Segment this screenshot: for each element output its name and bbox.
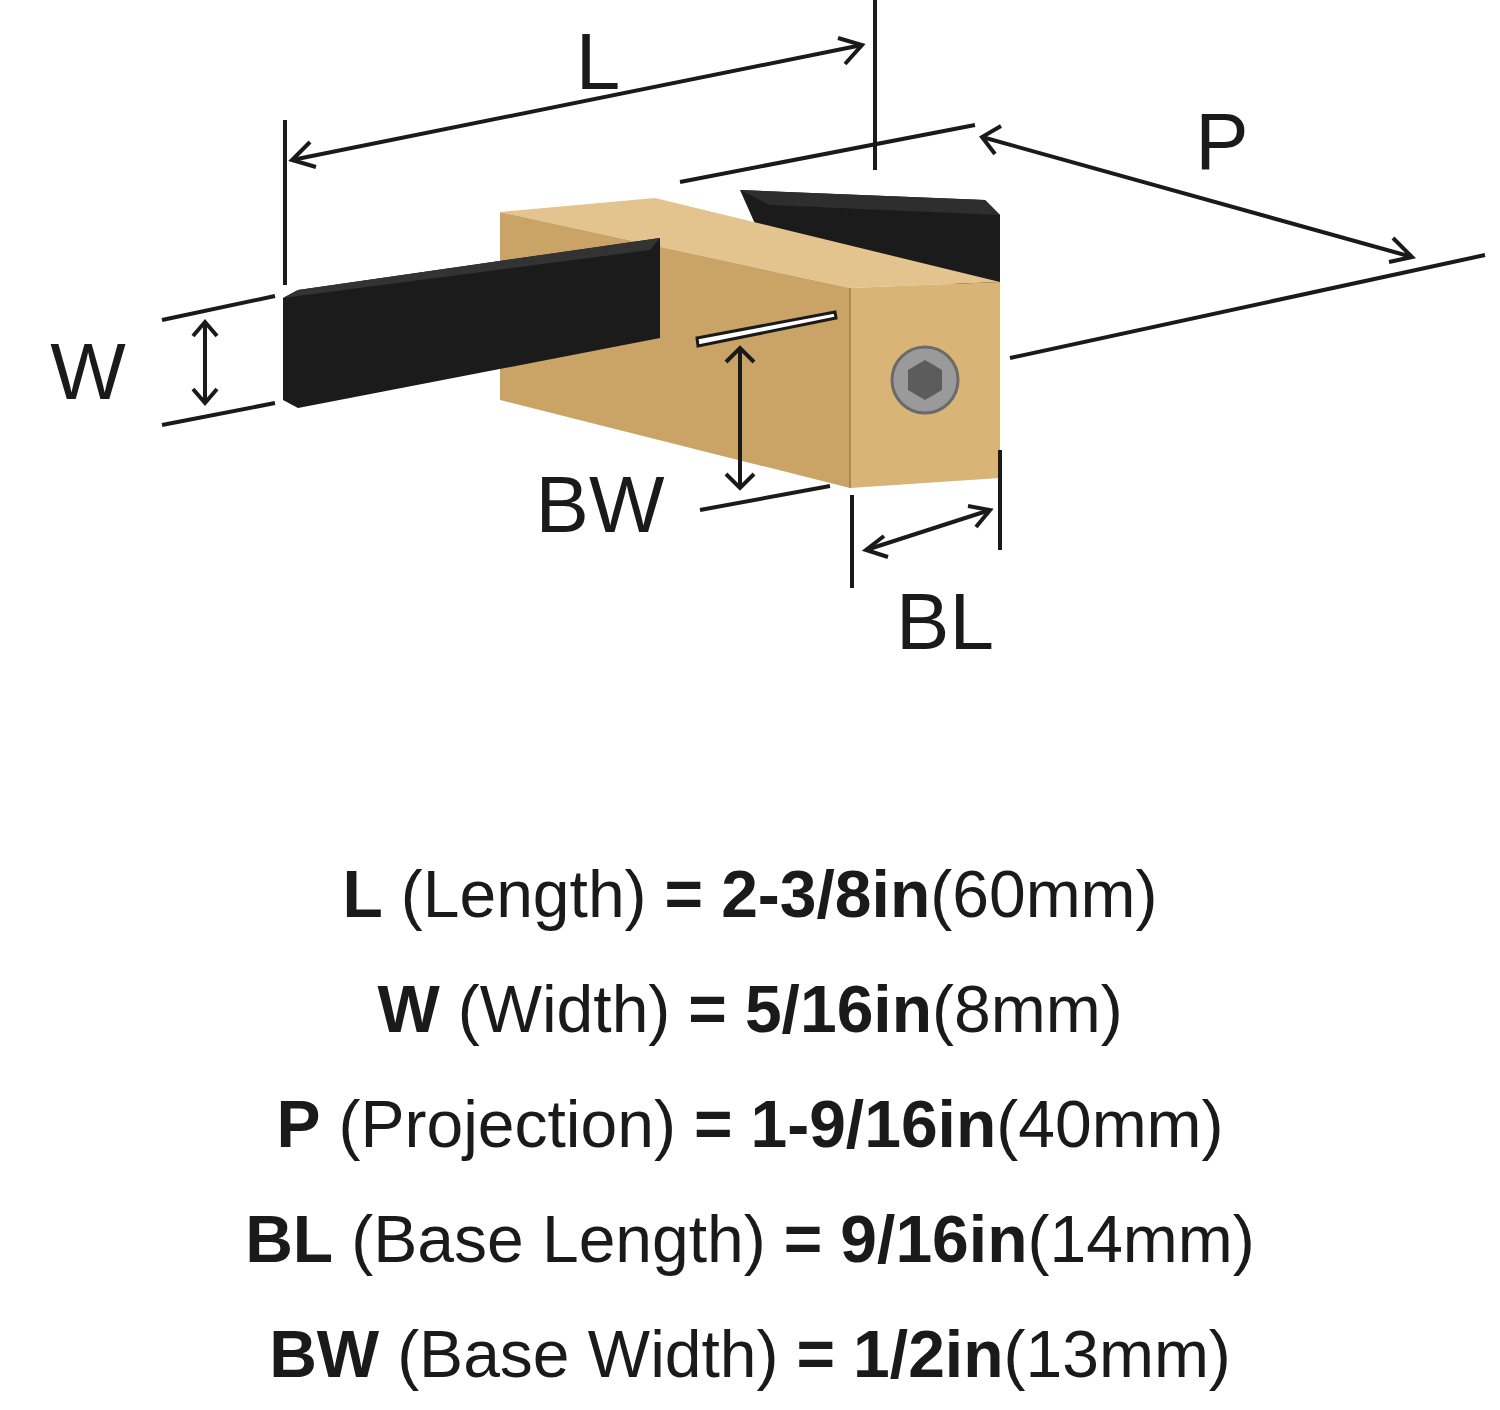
spec-text: = bbox=[784, 1203, 823, 1276]
base-end bbox=[850, 282, 1000, 488]
dimension-value: 9/16in bbox=[840, 1203, 1027, 1276]
spec-text: BW bbox=[269, 1318, 379, 1391]
metric-value: (8mm) bbox=[932, 973, 1123, 1046]
spec-text: = bbox=[694, 1088, 733, 1161]
spec-text: (Base Length) bbox=[351, 1203, 766, 1276]
dimension-letter: W bbox=[50, 332, 126, 412]
bar-left-top bbox=[283, 238, 660, 298]
metric-value: (13mm) bbox=[1004, 1318, 1231, 1391]
dimension-value: 5/16in bbox=[745, 973, 932, 1046]
spec-text: P bbox=[276, 1088, 320, 1161]
spec-line: L (Length)=2-3/8in(60mm) bbox=[0, 858, 1500, 931]
spec-text: = bbox=[688, 973, 727, 1046]
metric-value: (60mm) bbox=[930, 858, 1157, 931]
spec-line: W (Width)=5/16in(8mm) bbox=[0, 973, 1500, 1046]
bw-leader bbox=[697, 312, 836, 346]
hex-socket bbox=[908, 360, 942, 400]
base-edge bbox=[849, 288, 851, 488]
metric-value: (40mm) bbox=[996, 1088, 1223, 1161]
spec-text: (Length) bbox=[401, 858, 647, 931]
spec-line: P(Projection) =1-9/16in(40mm) bbox=[0, 1088, 1500, 1161]
spec-line: BL(Base Length)=9/16in(14mm) bbox=[0, 1203, 1500, 1276]
spec-text: W bbox=[377, 973, 439, 1046]
dimension-lines bbox=[162, 0, 1485, 588]
spec-text: (Width) bbox=[458, 973, 671, 1046]
spec-text: = bbox=[797, 1318, 836, 1391]
spec-text: = bbox=[665, 858, 704, 931]
bar-right-top bbox=[740, 190, 1000, 215]
set-screw bbox=[892, 347, 958, 413]
bar-left bbox=[283, 238, 660, 408]
spec-text: BL bbox=[245, 1203, 333, 1276]
dimension-letter: P bbox=[1195, 102, 1248, 182]
spec-line: BW(Base Width) =1/2in(13mm) bbox=[0, 1318, 1500, 1391]
dimension-value: 1-9/16in bbox=[750, 1088, 996, 1161]
metric-value: (14mm) bbox=[1027, 1203, 1254, 1276]
dimension-letter: L bbox=[576, 22, 621, 102]
dimension-letter: BW bbox=[536, 465, 665, 545]
spec-text: L bbox=[342, 858, 382, 931]
spec-text: (Base Width) bbox=[397, 1318, 778, 1391]
dimension-value: 2-3/8in bbox=[721, 858, 930, 931]
dimension-value: 1/2in bbox=[853, 1318, 1003, 1391]
dimension-letter: BL bbox=[896, 582, 994, 662]
spec-text: (Projection) bbox=[338, 1088, 675, 1161]
